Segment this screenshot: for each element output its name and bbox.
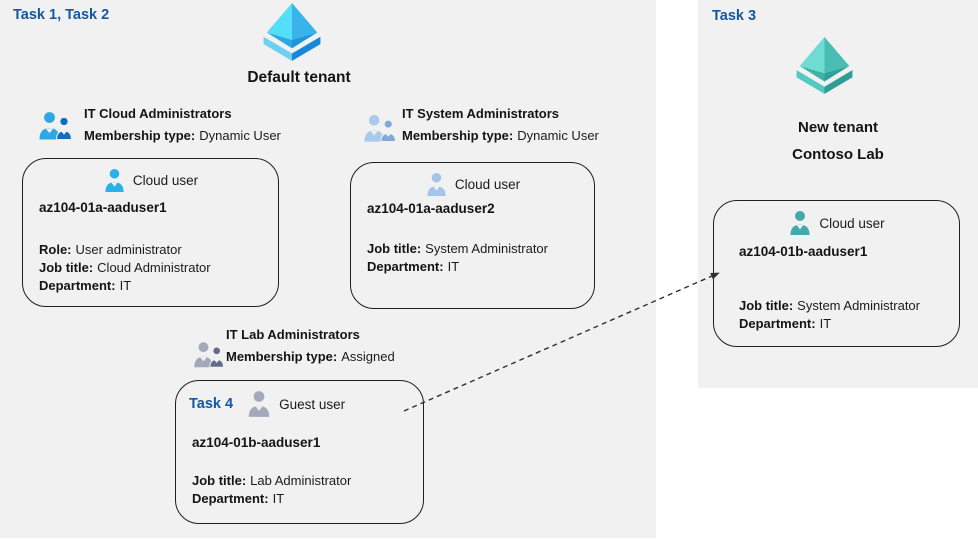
task-3-label: Task 3 (712, 8, 757, 24)
attr-value: System Administrator (797, 298, 920, 313)
attr-row: Job title:Cloud Administrator (39, 259, 211, 277)
attr-row: Job title:System Administrator (739, 297, 920, 315)
user-name: az104-01b-aaduser1 (192, 435, 321, 450)
attr-label: Department: (39, 278, 116, 293)
user-name: az104-01a-aaduser2 (367, 201, 495, 216)
guest-user-icon (246, 390, 272, 418)
user-name: az104-01a-aaduser1 (39, 200, 167, 215)
group-name: IT System Administrators (402, 106, 560, 121)
attr-value: IT (819, 316, 832, 331)
user-type-label: Cloud user (819, 215, 885, 231)
group-header-lab-admins: IT Lab Administrators Membership type:As… (226, 327, 395, 364)
azure-ad-tenant-icon (258, 2, 326, 63)
group-name: IT Cloud Administrators (84, 106, 232, 121)
attr-row: Department:IT (39, 277, 211, 295)
attr-row: Job title:Lab Administrator (192, 472, 351, 490)
attr-row: Department:IT (192, 490, 351, 508)
group-icon-system-admins (363, 113, 396, 143)
user-attributes: Job title:Lab Administrator Department:I… (192, 472, 351, 508)
user-card-aaduser2: Cloud user az104-01a-aaduser2 Job title:… (350, 162, 595, 309)
attr-row: Job title:System Administrator (367, 240, 548, 258)
attr-value: Cloud Administrator (97, 260, 211, 275)
user-card-new-tenant: Cloud user az104-01b-aaduser1 Job title:… (713, 200, 960, 347)
new-tenant-title: New tenant (797, 119, 878, 136)
attr-label: Job title: (39, 260, 94, 275)
attr-value: IT (272, 491, 285, 506)
group-header-system-admins: IT System Administrators Membership type… (402, 106, 599, 143)
guest-user-card: Task 4 Guest user az104-01b-aaduser1 Job… (175, 380, 424, 524)
group-header-cloud-admins: IT Cloud Administrators Membership type:… (84, 106, 281, 143)
attr-value: IT (119, 278, 132, 293)
user-type-label: Cloud user (454, 177, 521, 192)
user-name: az104-01b-aaduser1 (739, 244, 868, 259)
membership-type-value: Dynamic User (517, 128, 599, 143)
membership-type-label: Membership type: (226, 349, 338, 364)
membership-type-label: Membership type: (402, 128, 514, 143)
membership-type-value: Assigned (341, 349, 395, 364)
group-name: IT Lab Administrators (226, 327, 360, 342)
cloud-user-icon (788, 210, 812, 236)
user-type-label: Cloud user (132, 173, 199, 188)
user-card-aaduser1: Cloud user az104-01a-aaduser1 Role:User … (22, 158, 279, 307)
attr-row: Department:IT (739, 315, 920, 333)
attr-label: Job title: (367, 241, 422, 256)
attr-label: Job title: (192, 473, 247, 488)
user-type-label: Guest user (279, 396, 346, 412)
attr-label: Department: (192, 491, 269, 506)
cloud-user-icon (103, 168, 126, 193)
task-4-label: Task 4 (189, 396, 234, 412)
default-tenant-area: Task 1, Task 2 Default tenant IT Cloud A… (0, 0, 656, 538)
membership-type-value: Dynamic User (199, 128, 281, 143)
new-tenant-panel: Task 3 New tenant Contoso Lab Cloud user… (698, 0, 978, 388)
user-attributes: Role:User administrator Job title:Cloud … (39, 241, 211, 295)
attr-row: Department:IT (367, 258, 548, 276)
attr-value: User administrator (75, 242, 182, 257)
attr-row: Role:User administrator (39, 241, 211, 259)
attr-label: Job title: (739, 298, 794, 313)
task-1-2-label: Task 1, Task 2 (13, 7, 110, 23)
default-tenant-title: Default tenant (247, 69, 351, 86)
attr-value: System Administrator (425, 241, 548, 256)
attr-value: IT (447, 259, 460, 274)
group-icon-cloud-admins (38, 110, 72, 141)
user-attributes: Job title:System Administrator Departmen… (367, 240, 548, 276)
attr-label: Department: (367, 259, 444, 274)
attr-value: Lab Administrator (250, 473, 352, 488)
user-attributes: Job title:System Administrator Departmen… (739, 297, 920, 333)
attr-label: Department: (739, 316, 816, 331)
attr-label: Role: (39, 242, 72, 257)
new-tenant-name: Contoso Lab (792, 146, 884, 163)
membership-type-label: Membership type: (84, 128, 196, 143)
cloud-user-icon (425, 172, 448, 197)
group-icon-lab-admins (193, 340, 224, 369)
azure-ad-new-tenant-icon (791, 36, 858, 96)
